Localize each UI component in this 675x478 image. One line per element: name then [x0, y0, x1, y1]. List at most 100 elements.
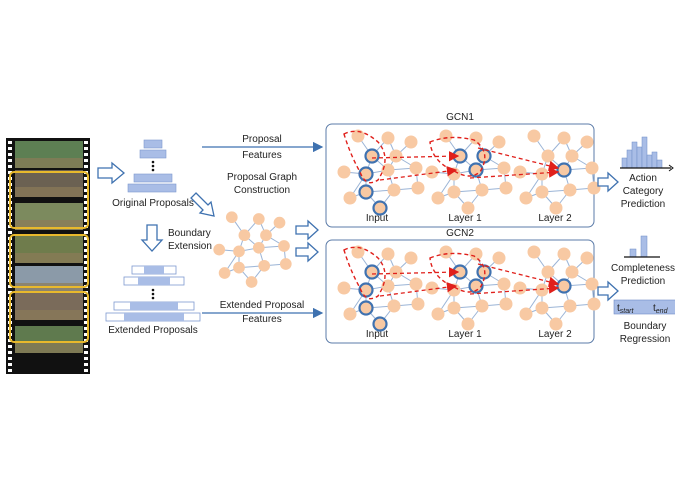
graph-node — [497, 161, 511, 175]
graph-node — [580, 135, 594, 149]
graph-node — [549, 317, 563, 331]
gcn1-stage-input: Input — [366, 213, 388, 224]
graph-node — [389, 265, 403, 279]
receptive-field-outline — [429, 252, 486, 293]
proposal-frame-highlight — [9, 291, 89, 343]
graph-node-highlighted — [476, 148, 492, 164]
propagation-arrow — [371, 151, 460, 162]
action-category-label-2: Category — [623, 186, 664, 197]
video-frame-ground — [15, 253, 83, 263]
completeness-label-1: Completeness — [611, 263, 675, 274]
graph-node — [461, 317, 475, 331]
graph-node — [492, 251, 506, 265]
original-proposals-label: Original Proposals — [112, 198, 194, 209]
graph-node — [565, 265, 579, 279]
graph-node — [492, 135, 506, 149]
graph-node — [557, 131, 571, 145]
video-frame-ground — [15, 220, 83, 230]
sprocket-hole — [84, 261, 88, 264]
graph-node — [447, 301, 461, 315]
graph-node-highlighted — [556, 278, 572, 294]
graph-node — [233, 245, 245, 258]
t-end-label: tend — [653, 303, 669, 315]
sprocket-hole — [84, 147, 88, 150]
gcn2-stage-input: Input — [366, 329, 388, 340]
graph-node — [431, 191, 445, 205]
sprocket-hole — [84, 315, 88, 318]
proposal-graph — [213, 211, 292, 288]
original-proposals-stack — [127, 139, 177, 193]
sprocket-hole — [84, 351, 88, 354]
extended-features-label-2: Features — [242, 314, 281, 325]
video-frame-ground — [15, 310, 83, 320]
proposal-frame-highlight — [9, 171, 89, 229]
receptive-field-outline — [343, 246, 386, 300]
graph-node — [238, 229, 251, 242]
sprocket-hole — [84, 345, 88, 348]
extended-proposals-stack — [105, 265, 201, 322]
sprocket-hole — [84, 357, 88, 360]
sprocket-hole — [84, 267, 88, 270]
graph-node-highlighted — [364, 264, 380, 280]
graph-node — [447, 185, 461, 199]
graph-node — [519, 191, 533, 205]
hollow-arrow-out-1 — [597, 171, 619, 193]
graph-node — [535, 283, 549, 297]
graph-node — [409, 161, 423, 175]
proposal-features-label-1: Proposal — [242, 134, 281, 145]
action-category-label-3: Prediction — [621, 199, 665, 210]
sprocket-hole — [8, 147, 12, 150]
graph-node — [252, 213, 265, 225]
graph-node — [513, 281, 527, 295]
graph-node — [563, 299, 577, 313]
sprocket-hole — [84, 201, 88, 204]
sprocket-hole — [84, 165, 88, 168]
sprocket-hole — [84, 279, 88, 282]
graph-node — [587, 297, 601, 311]
graph-node — [337, 281, 351, 295]
graph-node — [252, 241, 265, 254]
graph-node — [535, 185, 549, 199]
sprocket-hole — [84, 189, 88, 192]
graph-node — [527, 245, 541, 259]
graph-node — [389, 149, 403, 163]
sprocket-hole — [8, 285, 12, 288]
sprocket-hole — [84, 219, 88, 222]
extended-features-label-1: Extended Proposal — [220, 300, 305, 311]
video-frame-ground — [15, 187, 83, 197]
graph-node — [535, 301, 549, 315]
sprocket-hole — [8, 351, 12, 354]
sprocket-hole — [84, 207, 88, 210]
graph-node-highlighted — [364, 148, 380, 164]
graph-node — [461, 201, 475, 215]
sprocket-hole — [84, 159, 88, 162]
sprocket-hole — [8, 165, 12, 168]
graph-node-highlighted — [372, 316, 388, 332]
graph-node — [343, 307, 357, 321]
graph-node-highlighted — [358, 184, 374, 200]
sprocket-hole — [84, 249, 88, 252]
boundary-regression-label-1: Boundary — [624, 321, 667, 332]
propagation-arrow — [379, 282, 458, 297]
graph-node — [565, 149, 579, 163]
propagation-arrow — [379, 166, 458, 181]
graph-node — [469, 247, 483, 261]
propagation-arrow — [469, 167, 560, 179]
boundary-regression-bar: tstart tend — [613, 299, 675, 315]
sprocket-hole — [84, 327, 88, 330]
graph-node — [469, 131, 483, 145]
graph-node — [260, 229, 272, 242]
sprocket-hole — [84, 243, 88, 246]
gcn1-title: GCN1 — [446, 112, 474, 123]
graph-node — [557, 247, 571, 261]
sprocket-hole — [84, 237, 88, 240]
receptive-field-outline — [429, 136, 486, 177]
graph-node — [387, 299, 401, 313]
graph-node — [213, 243, 226, 256]
propagation-arrow — [469, 283, 560, 295]
graph-node-highlighted — [468, 162, 484, 178]
action-category-label-1: Action — [629, 173, 657, 184]
graph-node — [527, 129, 541, 143]
graph-node-highlighted — [372, 200, 388, 216]
